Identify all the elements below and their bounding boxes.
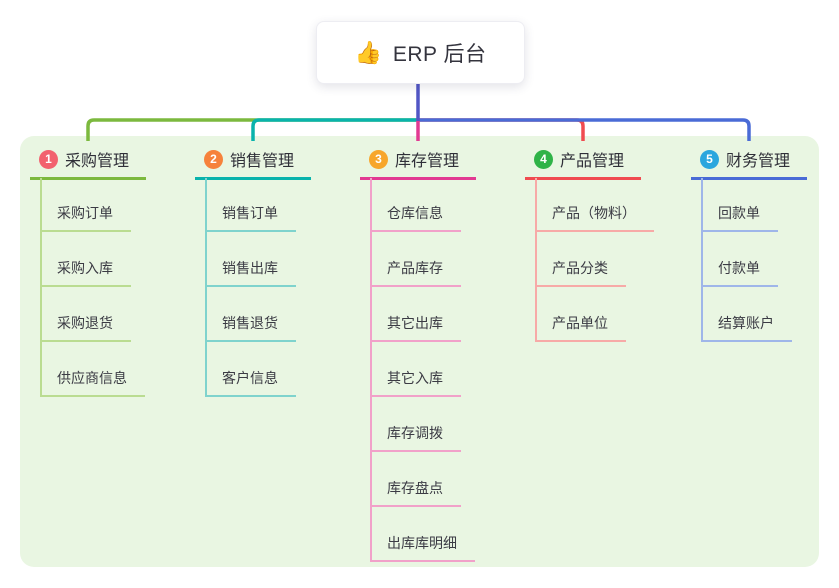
branch-purchase: 1 采购管理 采购订单 采购入库 采购退货 供应商信息 xyxy=(30,147,146,397)
badge-number: 2 xyxy=(204,149,223,169)
child-topic-label[interactable]: 结算账户 xyxy=(701,313,792,342)
child-topic: 产品单位 xyxy=(525,287,641,342)
child-topic-label[interactable]: 出库库明细 xyxy=(370,533,475,562)
badge-number: 3 xyxy=(369,149,388,169)
child-topic: 采购订单 xyxy=(30,180,146,232)
branch-product: 4 产品管理 产品（物料） 产品分类 产品单位 xyxy=(525,147,654,342)
branch-topic-product[interactable]: 4 产品管理 xyxy=(525,147,641,180)
child-topic-label[interactable]: 付款单 xyxy=(701,258,778,287)
child-topic: 库存盘点 xyxy=(360,452,476,507)
child-topic-label[interactable]: 供应商信息 xyxy=(40,368,145,397)
root-topic[interactable]: 👍 ERP 后台 xyxy=(316,21,525,84)
child-topic-label[interactable]: 产品分类 xyxy=(535,258,626,287)
child-topic-label[interactable]: 销售订单 xyxy=(205,203,296,232)
branch-topic-purchase[interactable]: 1 采购管理 xyxy=(30,147,146,180)
child-topic: 销售出库 xyxy=(195,232,311,287)
child-topic-label[interactable]: 采购退货 xyxy=(40,313,131,342)
branch-children: 销售订单 销售出库 销售退货 客户信息 xyxy=(195,180,311,397)
branch-child-line xyxy=(701,178,703,340)
child-topic: 客户信息 xyxy=(195,342,311,397)
branch-children: 回款单 付款单 结算账户 xyxy=(691,180,807,342)
child-topic: 供应商信息 xyxy=(30,342,146,397)
child-topic-label[interactable]: 销售退货 xyxy=(205,313,296,342)
branch-sales: 2 销售管理 销售订单 销售出库 销售退货 客户信息 xyxy=(195,147,311,397)
child-topic: 采购入库 xyxy=(30,232,146,287)
branch-children: 产品（物料） 产品分类 产品单位 xyxy=(525,180,654,342)
child-topic: 其它出库 xyxy=(360,287,476,342)
branch-children: 采购订单 采购入库 采购退货 供应商信息 xyxy=(30,180,146,397)
child-topic: 产品（物料） xyxy=(525,180,654,232)
branch-topic-finance[interactable]: 5 财务管理 xyxy=(691,147,807,180)
child-topic-label[interactable]: 产品（物料） xyxy=(535,203,654,232)
child-topic: 库存调拨 xyxy=(360,397,476,452)
child-topic: 其它入库 xyxy=(360,342,476,397)
child-topic-label[interactable]: 仓库信息 xyxy=(370,203,461,232)
branch-label: 产品管理 xyxy=(560,153,625,170)
child-topic-label[interactable]: 产品单位 xyxy=(535,313,626,342)
branch-child-line xyxy=(40,178,42,395)
child-topic-label[interactable]: 其它出库 xyxy=(370,313,461,342)
child-topic: 结算账户 xyxy=(691,287,807,342)
child-topic: 销售订单 xyxy=(195,180,311,232)
child-topic-label[interactable]: 回款单 xyxy=(701,203,778,232)
branch-finance: 5 财务管理 回款单 付款单 结算账户 xyxy=(691,147,807,342)
branch-topic-inventory[interactable]: 3 库存管理 xyxy=(360,147,476,180)
branch-label: 销售管理 xyxy=(230,153,295,170)
branch-inventory: 3 库存管理 仓库信息 产品库存 其它出库 其它入库 库存调拨 库存盘点 出库库… xyxy=(360,147,476,562)
badge-number: 4 xyxy=(534,149,553,169)
child-topic-label[interactable]: 采购订单 xyxy=(40,203,131,232)
branch-label: 采购管理 xyxy=(65,153,130,170)
branch-topic-sales[interactable]: 2 销售管理 xyxy=(195,147,311,180)
badge-number: 1 xyxy=(39,149,58,169)
child-topic-label[interactable]: 采购入库 xyxy=(40,258,131,287)
mindmap-background-panel xyxy=(20,136,819,567)
branch-label: 库存管理 xyxy=(395,153,460,170)
child-topic: 仓库信息 xyxy=(360,180,476,232)
child-topic-label[interactable]: 产品库存 xyxy=(370,258,461,287)
branch-child-line xyxy=(370,178,372,560)
child-topic-label[interactable]: 销售出库 xyxy=(205,258,296,287)
child-topic: 销售退货 xyxy=(195,287,311,342)
child-topic: 回款单 xyxy=(691,180,807,232)
child-topic-label[interactable]: 库存调拨 xyxy=(370,423,461,452)
branch-child-line xyxy=(535,178,537,340)
badge-number: 5 xyxy=(700,149,719,169)
child-topic: 付款单 xyxy=(691,232,807,287)
child-topic: 产品分类 xyxy=(525,232,641,287)
child-topic-label[interactable]: 其它入库 xyxy=(370,368,461,397)
child-topic-label[interactable]: 客户信息 xyxy=(205,368,296,397)
child-topic: 采购退货 xyxy=(30,287,146,342)
child-topic-label[interactable]: 库存盘点 xyxy=(370,478,461,507)
child-topic: 出库库明细 xyxy=(360,507,476,562)
root-topic-label: ERP 后台 xyxy=(392,42,487,66)
thumbs-up-icon: 👍 xyxy=(354,39,382,65)
child-topic: 产品库存 xyxy=(360,232,476,287)
branch-child-line xyxy=(205,178,207,395)
branch-label: 财务管理 xyxy=(726,153,791,170)
branch-children: 仓库信息 产品库存 其它出库 其它入库 库存调拨 库存盘点 出库库明细 xyxy=(360,180,476,562)
